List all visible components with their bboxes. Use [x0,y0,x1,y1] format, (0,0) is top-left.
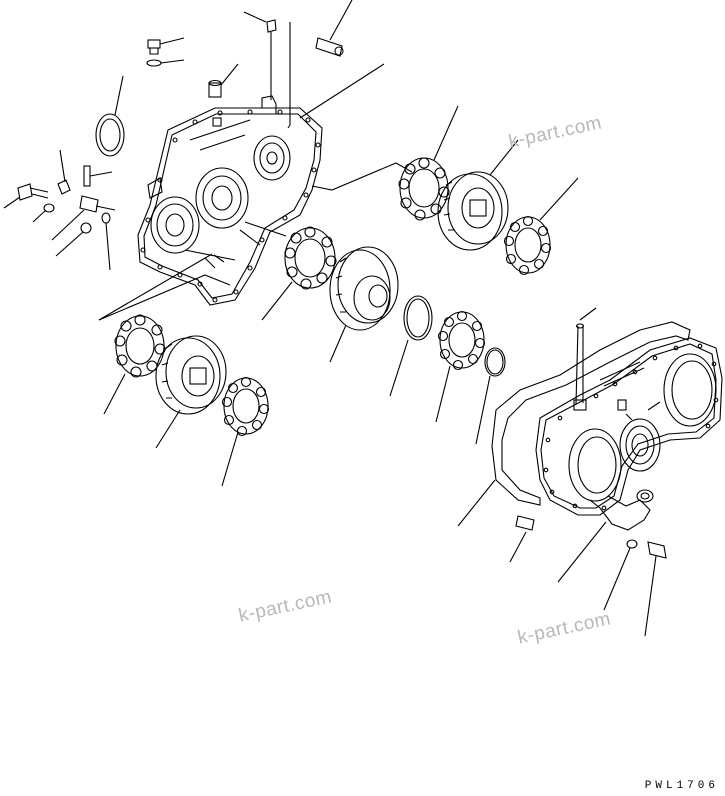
bearing-lower-2 [221,376,270,487]
gasket [457,321,691,527]
gear-upper [437,139,519,251]
bearing-middle [261,226,337,321]
leader-lines [98,63,413,321]
front-cover [535,307,723,583]
washer [603,539,638,611]
gear-lower [155,335,227,449]
dowel-pin [509,515,535,563]
cover-bolt-holes [543,343,719,511]
bolt-and-fittings [3,149,116,271]
rear-case [137,95,323,306]
snap-ring [389,295,433,397]
gear-middle [329,246,399,363]
sensor [315,0,353,57]
bearing-lower-1 [103,314,166,415]
filler-plug [208,63,239,98]
retaining-ring [475,347,506,445]
oil-seal [95,75,125,157]
pipe-elbow [243,11,291,129]
mounting-bolt [644,541,667,637]
breather-plug [146,37,185,67]
drawing-code: PWL1706 [644,780,719,792]
flange-bolt-holes [140,109,321,303]
bearing-middle-right [435,310,486,423]
bearing-upper-2 [503,177,579,276]
bearing-upper-1 [398,105,459,221]
